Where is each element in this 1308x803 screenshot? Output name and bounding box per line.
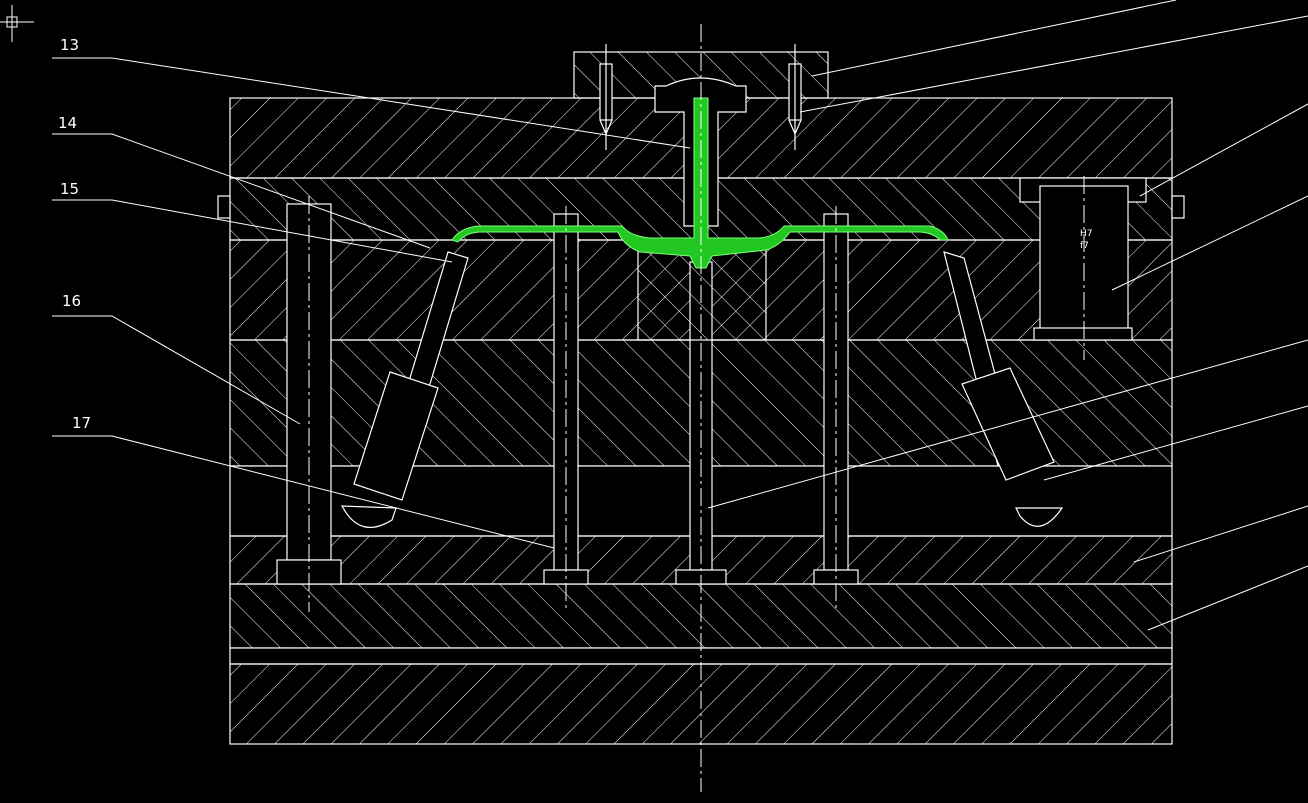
fit-mark-h7: H7 — [1080, 229, 1093, 239]
callout-17: 17 — [72, 414, 91, 432]
side-pad-left — [217, 195, 231, 219]
angled-lifter-left — [340, 251, 469, 528]
side-pad-right — [1171, 195, 1185, 219]
callout-15: 15 — [60, 180, 79, 198]
molded-part — [451, 97, 949, 269]
screw-left — [599, 44, 613, 150]
callout-16: 16 — [62, 292, 81, 310]
crosshair-icon — [0, 5, 34, 42]
callout-14: 14 — [58, 114, 77, 132]
callout-13: 13 — [60, 36, 79, 54]
screw-right — [788, 44, 802, 150]
